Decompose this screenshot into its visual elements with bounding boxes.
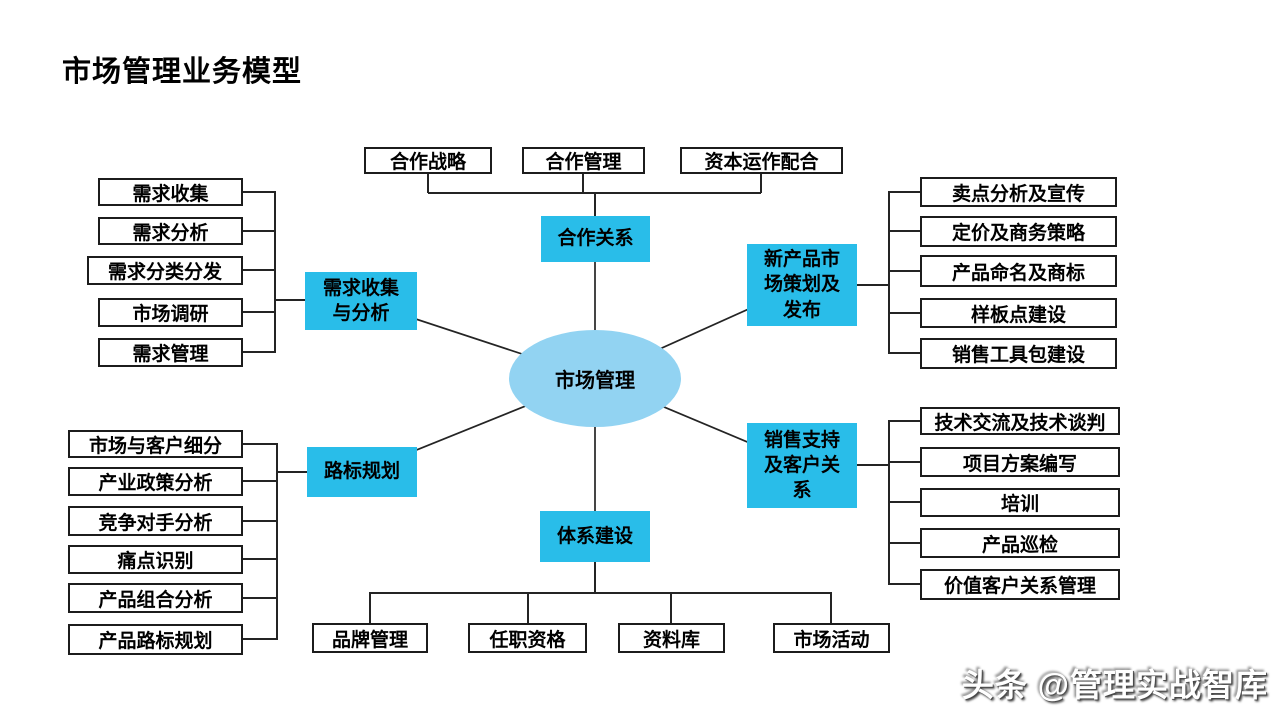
- page-title: 市场管理业务模型: [62, 56, 303, 88]
- leaf-box: 品牌管理: [312, 623, 428, 653]
- node-new-product-launch: 新产品市 场策划及 发布: [747, 244, 857, 326]
- leaf-box: 需求管理: [98, 338, 243, 367]
- leaf-box: 培训: [920, 488, 1120, 517]
- watermark: 头条 @管理实战智库: [961, 667, 1268, 703]
- node-roadmap-planning: 路标规划: [307, 447, 417, 497]
- leaf-box: 价值客户关系管理: [920, 569, 1120, 600]
- leaf-box: 资料库: [618, 623, 725, 653]
- leaf-box: 痛点识别: [68, 545, 243, 574]
- node-sales-support: 销售支持 及客户关 系: [747, 423, 857, 508]
- leaf-box: 竞争对手分析: [68, 506, 243, 536]
- leaf-box: 需求分类分发: [87, 256, 243, 285]
- leaf-box: 合作战略: [364, 147, 492, 174]
- leaf-box: 市场活动: [773, 623, 890, 653]
- leaf-box: 合作管理: [522, 147, 645, 174]
- leaf-box: 销售工具包建设: [920, 338, 1117, 369]
- leaf-box: 市场与客户细分: [68, 430, 243, 458]
- leaf-box: 产业政策分析: [68, 467, 243, 496]
- node-demand-collection: 需求收集 与分析: [305, 272, 417, 330]
- leaf-box: 产品组合分析: [68, 583, 243, 613]
- leaf-box: 需求收集: [98, 178, 243, 206]
- leaf-box: 样板点建设: [920, 298, 1117, 328]
- node-cooperation: 合作关系: [541, 216, 650, 262]
- leaf-box: 产品路标规划: [68, 624, 243, 655]
- center-ellipse: 市场管理: [509, 330, 681, 427]
- leaf-box: 项目方案编写: [920, 447, 1120, 477]
- leaf-box: 技术交流及技术谈判: [920, 407, 1120, 435]
- leaf-box: 产品巡检: [920, 528, 1120, 558]
- leaf-box: 需求分析: [98, 217, 243, 245]
- leaf-box: 任职资格: [468, 623, 587, 653]
- leaf-box: 资本运作配合: [680, 147, 843, 174]
- leaf-box: 市场调研: [98, 298, 243, 327]
- leaf-box: 产品命名及商标: [920, 255, 1117, 287]
- leaf-box: 卖点分析及宣传: [920, 177, 1117, 207]
- leaf-box: 定价及商务策略: [920, 216, 1117, 247]
- node-system-building: 体系建设: [540, 511, 650, 562]
